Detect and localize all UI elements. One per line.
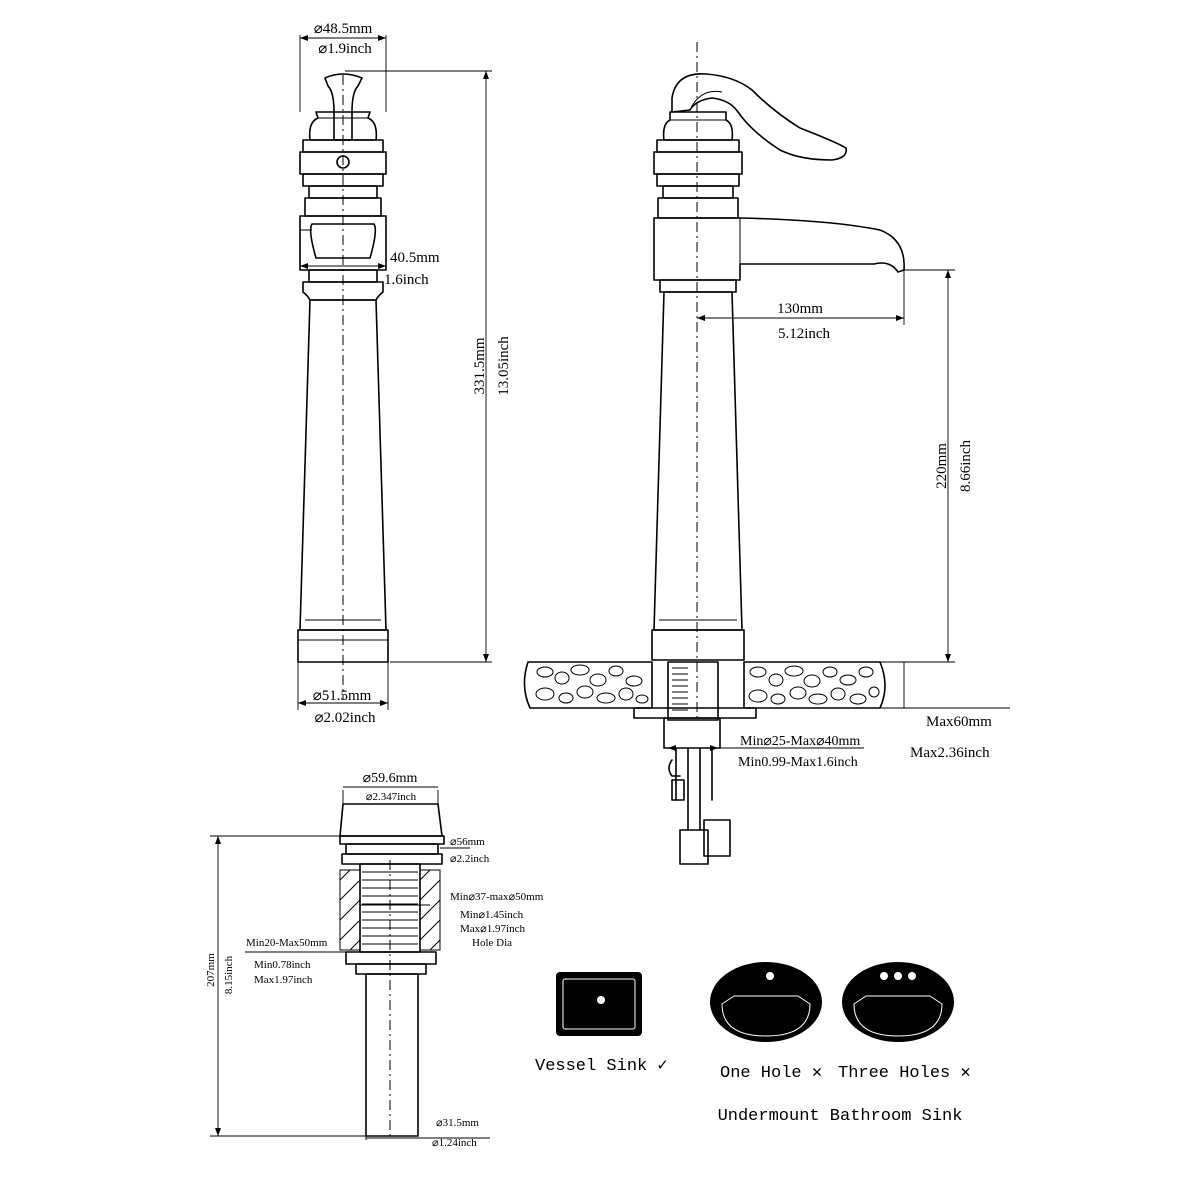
- drain-height-mm: 207mm: [205, 953, 217, 987]
- drain-assembly: ⌀59.6mm ⌀2.347inch ⌀56mm ⌀2.2inch Min⌀37…: [205, 771, 544, 1149]
- drain-hole-mm: Min⌀37-max⌀50mm: [450, 891, 544, 903]
- drain-thickness-mm: Min20-Max50mm: [246, 937, 328, 949]
- front-height-in: 13.05inch: [496, 336, 512, 396]
- front-top-dia-mm: ⌀48.5mm: [314, 21, 373, 37]
- front-handle-in: 1.6inch: [384, 272, 429, 288]
- countertop: [523, 661, 886, 709]
- front-top-dia-in: ⌀1.9inch: [318, 41, 372, 57]
- drain-hole-min-in: Min⌀1.45inch: [460, 909, 524, 921]
- drain-pipe-mm: ⌀31.5mm: [436, 1117, 479, 1129]
- drain-thickness-max: Max1.97inch: [254, 974, 313, 986]
- side-spout-height-mm: 220mm: [934, 443, 950, 489]
- drain-flange-mm: ⌀56mm: [450, 836, 485, 848]
- drain-height-in: 8.15inch: [223, 955, 235, 994]
- faucet-side-view: 130mm 5.12inch 220mm 8.66inch: [523, 42, 1010, 865]
- side-deck-mm: Max60mm: [926, 714, 992, 730]
- drain-hole-label: Hole Dia: [472, 937, 512, 949]
- side-deck-in: Max2.36inch: [910, 745, 990, 761]
- front-handle-mm: 40.5mm: [390, 250, 440, 266]
- side-reach-mm: 130mm: [777, 301, 823, 317]
- drain-pipe-in: ⌀1.24inch: [432, 1137, 477, 1149]
- undermount-label: Undermount Bathroom Sink: [718, 1107, 963, 1126]
- drain-thickness-min: Min0.78inch: [254, 959, 311, 971]
- side-spout-height-in: 8.66inch: [958, 439, 974, 492]
- vessel-sink-label: Vessel Sink ✓: [535, 1057, 668, 1076]
- one-hole-sink-icon: [710, 962, 822, 1042]
- three-holes-sink-icon: [842, 962, 954, 1042]
- drain-hole-max-in: Max⌀1.97inch: [460, 923, 525, 935]
- faucet-front-view: ⌀48.5mm ⌀1.9inch 40.5mm 1.6inch 331.5mm …: [297, 21, 512, 726]
- one-hole-label: One Hole ✕: [720, 1064, 822, 1083]
- vessel-sink-icon: [556, 972, 642, 1036]
- front-base-dia-in: ⌀2.02inch: [314, 710, 376, 726]
- side-reach-in: 5.12inch: [778, 326, 831, 342]
- drain-flange-in: ⌀2.2inch: [450, 853, 490, 865]
- drain-cap-mm: ⌀59.6mm: [363, 771, 418, 786]
- side-hole-mm: Min⌀25-Max⌀40mm: [740, 734, 860, 749]
- side-hole-in: Min0.99-Max1.6inch: [738, 755, 858, 770]
- sink-types: Vessel Sink ✓ One Hole ✕ Three Holes ✕ U…: [535, 962, 971, 1126]
- front-height-mm: 331.5mm: [472, 337, 488, 394]
- drain-cap-in: ⌀2.347inch: [366, 791, 417, 803]
- front-base-dia-mm: ⌀51.5mm: [313, 688, 372, 704]
- three-holes-label: Three Holes ✕: [838, 1064, 971, 1083]
